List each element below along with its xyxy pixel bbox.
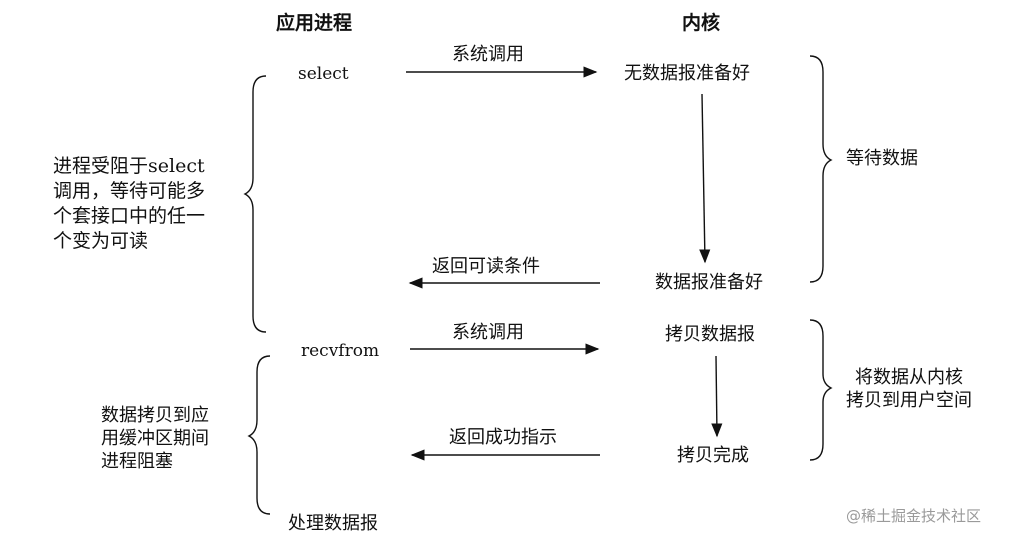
datagram-ready-label: 数据报准备好 [655,272,763,293]
right-brace-copy [809,319,833,461]
note-line: 将数据从内核 [855,367,963,388]
blocked-on-select-note: 进程受阻于select 调用，等待可能多 个套接口中的任一 个变为可读 [53,154,205,254]
note-line: 进程受阻于select [53,155,205,177]
syscall-label-2: 系统调用 [452,322,524,343]
note-line: 数据拷贝到应 [101,405,209,426]
no-datagram-ready-label: 无数据报准备好 [624,63,750,84]
copy-complete-label: 拷贝完成 [677,445,749,466]
copy-to-user-note: 将数据从内核 拷贝到用户空间 [846,366,972,412]
kernel-header: 内核 [682,12,721,34]
recvfrom-call-label: recvfrom [301,341,380,361]
app-process-header: 应用进程 [276,12,353,34]
select-call-label: select [298,64,349,84]
copy-arrow [711,355,723,438]
note-line: 拷贝到用户空间 [846,390,972,411]
return-readable-label: 返回可读条件 [432,256,540,277]
left-brace-select [243,75,267,333]
wait-data-note: 等待数据 [846,148,918,169]
blocked-on-copy-note: 数据拷贝到应 用缓冲区期间 进程阻塞 [101,404,209,473]
left-brace-copy [247,355,271,515]
note-line: 个套接口中的任一 [53,205,206,227]
note-line: 个变为可读 [53,230,149,252]
note-line: 进程阻塞 [101,451,173,472]
watermark: @稀土掘金技术社区 [846,507,982,525]
wait-arrow [699,93,711,264]
syscall-label-1: 系统调用 [452,44,524,65]
copy-datagram-label: 拷贝数据报 [665,324,755,345]
process-datagram-label: 处理数据报 [288,513,378,534]
right-brace-wait [809,55,833,283]
note-line: 用缓冲区期间 [101,428,209,449]
return-success-label: 返回成功指示 [449,427,557,448]
note-line: 调用，等待可能多 [53,180,206,202]
